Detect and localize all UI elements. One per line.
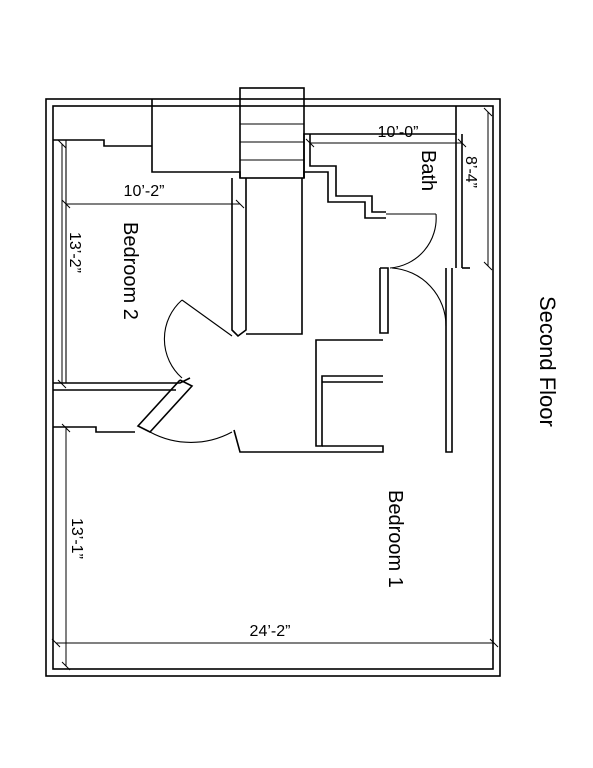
room-label-bedroom-1: Bedroom 1 [384, 490, 406, 588]
dimension-bedroom-1-depth: 13’-1” [68, 518, 85, 559]
page-title: Second Floor [535, 296, 560, 427]
doors [136, 213, 447, 443]
dimension-bedroom-2-width: 10’-2” [124, 183, 165, 200]
dimension-bath-depth: 8’-4” [462, 156, 479, 188]
hall-walls [233, 178, 389, 453]
bath-walls [303, 106, 470, 453]
room-label-bedroom-2: Bedroom 2 [119, 222, 141, 320]
dimension-overall-width: 24’-2” [250, 623, 291, 640]
room-label-bath: Bath [417, 150, 439, 191]
dimension-lines [51, 107, 499, 671]
stairwell [239, 87, 305, 179]
dimension-bedroom-2-depth: 13’-2” [66, 232, 83, 273]
bedroom-2-walls [53, 99, 247, 433]
dimension-bath-width: 10’-0” [378, 124, 419, 141]
